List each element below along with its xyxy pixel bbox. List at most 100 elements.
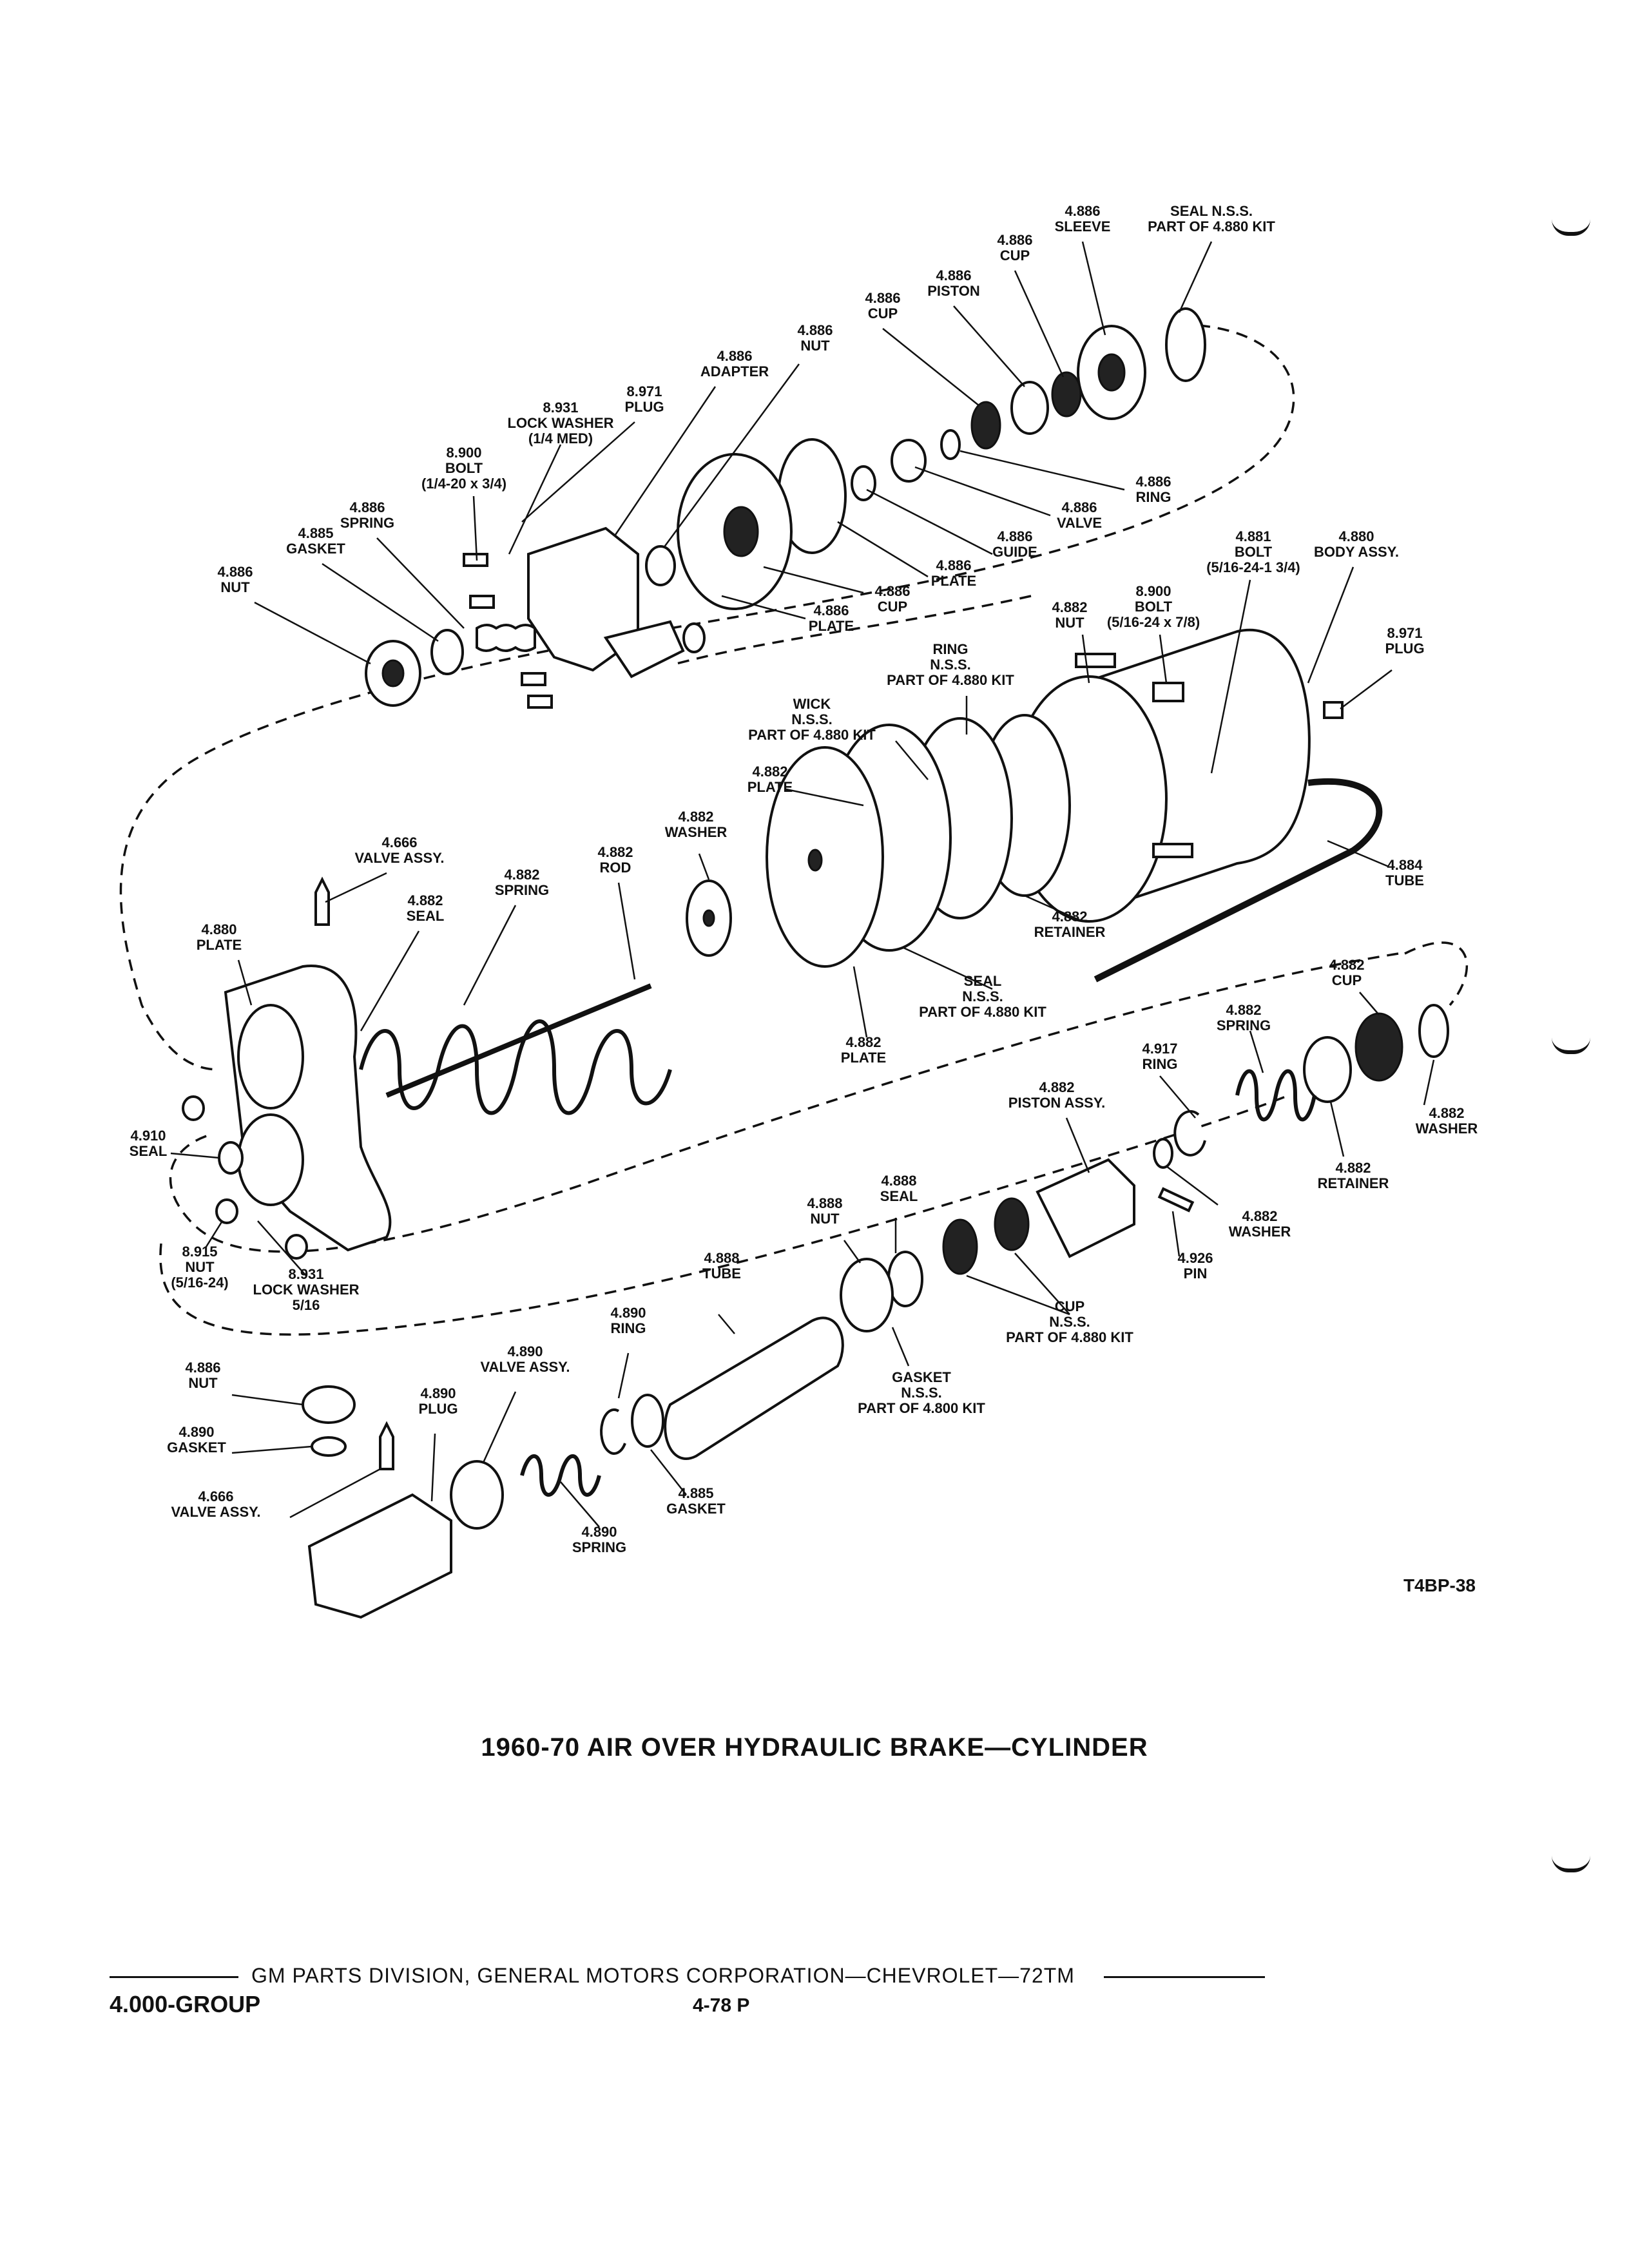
label-line: 4.882 <box>752 764 787 780</box>
label-line: PLATE <box>841 1050 886 1066</box>
label-line: 8.931 <box>543 399 578 416</box>
label-line: 4.890 <box>507 1343 543 1360</box>
label-line: 4.882 <box>1429 1105 1464 1121</box>
plug-body <box>1323 701 1344 719</box>
label-line: NUT <box>220 579 250 595</box>
cup-upper <box>1051 371 1082 418</box>
cup-piston-2 <box>942 1218 978 1275</box>
plate-casting <box>224 965 392 1252</box>
pin <box>1157 1187 1195 1213</box>
push-rod <box>385 983 652 1098</box>
label-line: 4.886 <box>349 499 385 515</box>
gasket-ring-mid <box>631 1394 664 1448</box>
label-line: 4.890 <box>420 1385 456 1401</box>
label-line: PLATE <box>197 937 242 953</box>
label-line: WASHER <box>665 824 728 840</box>
label-line: SEAL <box>130 1143 168 1159</box>
label-line: 4.882 <box>1226 1002 1261 1018</box>
label-line: PART OF 4.880 KIT <box>887 672 1014 688</box>
label-line: 4.882 <box>1335 1160 1371 1176</box>
sleeve-inner <box>1097 353 1126 392</box>
label-line: 4.880 <box>1338 528 1374 544</box>
label-line: 8.931 <box>288 1266 323 1282</box>
washer-right <box>1418 1004 1449 1058</box>
label-line: GASKET <box>167 1439 226 1456</box>
label-line: PART OF 4.880 KIT <box>748 727 876 743</box>
label-line: NUT <box>185 1259 215 1275</box>
label-line: GASKET <box>666 1501 726 1517</box>
label-line: 5/16 <box>293 1297 320 1313</box>
label-line: 4.910 <box>130 1128 166 1144</box>
piston-group <box>302 1004 1449 1619</box>
label-line: PLATE <box>747 779 793 795</box>
label-line: 8.900 <box>446 445 481 461</box>
label-line: 4.886 <box>997 528 1032 544</box>
valve-assy-upper <box>314 876 330 926</box>
label-line: 4.882 <box>1039 1079 1074 1095</box>
cup-piston-1 <box>994 1197 1030 1251</box>
label-line: PISTON ASSY. <box>1008 1095 1105 1111</box>
label-line: WASHER <box>1416 1120 1478 1137</box>
label-line: SEAL <box>407 908 445 924</box>
label-line: 4.885 <box>678 1485 713 1501</box>
binding-mark-3 <box>1552 1856 1590 1872</box>
retainer-right <box>1303 1036 1352 1103</box>
leader-lines <box>170 241 1435 1528</box>
label-line: 4.886 <box>185 1360 220 1376</box>
cup-lower <box>970 401 1001 450</box>
label-line: CUP <box>1000 247 1030 264</box>
guide-spring <box>851 465 876 501</box>
label-line: RING <box>611 1320 646 1336</box>
figure-id: T4BP-38 <box>1403 1575 1476 1595</box>
label-line: N.S.S. <box>1049 1314 1090 1330</box>
plate-large <box>766 746 884 968</box>
label-line: GASKET <box>286 541 345 557</box>
label-line: (1/4-20 x 3/4) <box>421 476 506 492</box>
label-line: 4.890 <box>178 1424 214 1440</box>
nut-hex-mid <box>840 1258 894 1332</box>
plate-large-center <box>807 849 823 872</box>
label-line: 4.886 <box>797 322 833 338</box>
label-line: CUP <box>868 305 898 322</box>
bolt-body-1 <box>1075 653 1116 668</box>
label-line: CUP <box>1332 972 1362 988</box>
label-line: 4.886 <box>936 557 971 573</box>
binding-mark-2 <box>1552 1037 1590 1054</box>
footer-rule-left <box>110 1976 238 1979</box>
bolt-small-2 <box>469 595 495 609</box>
label-line: SPRING <box>495 882 549 898</box>
label-line: 4.666 <box>381 834 417 850</box>
label-line: SEAL N.S.S. <box>1170 203 1253 219</box>
bolt-small-4 <box>527 695 553 709</box>
